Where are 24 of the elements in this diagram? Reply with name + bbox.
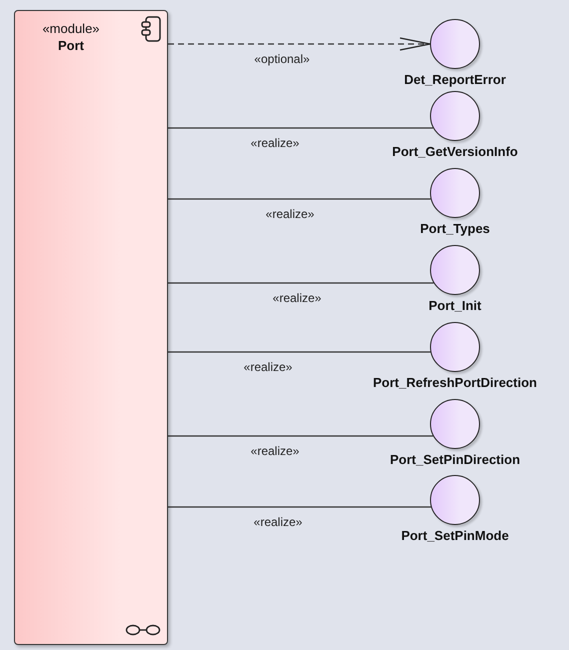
edge-label: «realize» xyxy=(244,359,292,376)
interface-name: Det_ReportError xyxy=(404,71,506,89)
edge-label: «optional» xyxy=(254,51,310,68)
dashed-arrow xyxy=(168,37,431,51)
connector-line xyxy=(168,127,434,129)
connector-line xyxy=(168,198,431,200)
interface-name: Port_Init xyxy=(428,297,482,315)
connector-line xyxy=(168,351,430,353)
interface-name: Port_GetVersionInfo xyxy=(392,143,518,161)
connector-line xyxy=(168,506,431,508)
interface-name: Port_Types xyxy=(420,220,490,238)
edge-label: «realize» xyxy=(250,443,300,460)
connector-line xyxy=(168,435,434,437)
component-name: Port xyxy=(58,37,84,54)
edge-label: «realize» xyxy=(254,514,302,531)
connector-line xyxy=(168,282,434,284)
interface-name: Port_SetPinDirection xyxy=(390,451,520,469)
interface-name: Port_RefreshPortDirection xyxy=(373,374,537,392)
component-box xyxy=(14,10,168,645)
edge-label: «realize» xyxy=(266,206,314,223)
edge-label: «realize» xyxy=(250,135,300,152)
stereotype-label: «module» xyxy=(42,20,100,37)
edge-label: «realize» xyxy=(272,290,322,307)
interface-name: Port_SetPinMode xyxy=(401,527,509,545)
